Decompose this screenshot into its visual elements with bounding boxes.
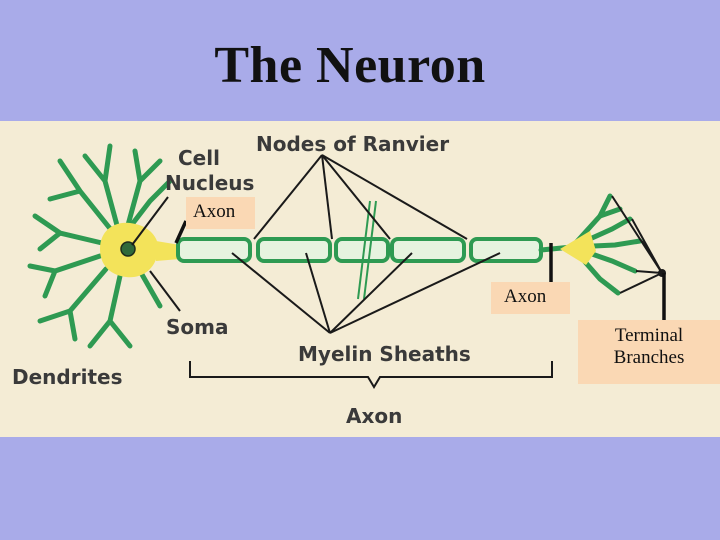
myelin-sheaths-graphic xyxy=(176,237,543,263)
label-axon-bottom: Axon xyxy=(346,404,402,428)
callout-terminal-line2: Branches xyxy=(613,347,685,368)
label-dendrites: Dendrites xyxy=(12,365,122,389)
axon-break-mark xyxy=(357,200,377,300)
callout-axon-left: Axon xyxy=(186,197,255,229)
label-nucleus: Nucleus xyxy=(165,171,254,195)
label-soma: Soma xyxy=(166,315,228,339)
label-nodes-of-ranvier: Nodes of Ranvier xyxy=(256,132,449,156)
label-myelin-sheaths: Myelin Sheaths xyxy=(298,342,471,366)
callout-terminal-branches: Terminal Branches xyxy=(578,320,720,384)
callout-leaders xyxy=(174,220,666,320)
slide-title: The Neuron xyxy=(214,37,486,94)
axon-terminal-body xyxy=(560,231,596,265)
neuron-diagram: Cell Nucleus Nodes of Ranvier Soma Myeli… xyxy=(12,132,666,428)
nucleus-graphic xyxy=(120,241,136,257)
callout-terminal-line1: Terminal xyxy=(614,325,684,346)
dendrites-graphic xyxy=(27,143,173,349)
axon-hillock-graphic xyxy=(156,241,180,261)
pointer-lines xyxy=(131,154,663,389)
label-cell: Cell xyxy=(178,146,220,170)
callout-axon-right: Axon xyxy=(491,282,570,314)
